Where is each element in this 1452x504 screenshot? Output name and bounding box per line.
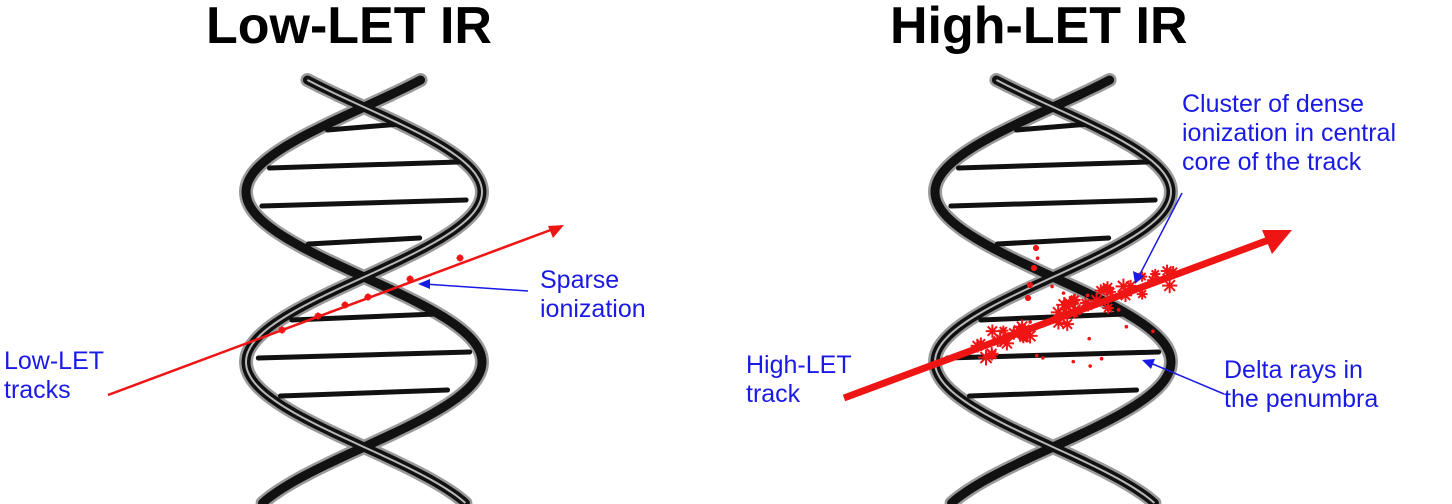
dense-cluster-label: Cluster of dense ionization in central c… [1182, 90, 1397, 176]
dna-double-helix [238, 73, 490, 504]
base-pair-rung [255, 349, 473, 361]
dna-backbone-highlight [244, 79, 484, 504]
delta-ray-ionization [1151, 329, 1155, 334]
delta-ray-ionization [1041, 356, 1045, 360]
dna-backbone-highlight [933, 79, 1173, 504]
high-let-illustration [842, 73, 1292, 504]
delta-ray-ionization [1099, 356, 1104, 361]
dna-backbone-strand [241, 75, 487, 504]
cluster-pointer-head [1133, 271, 1144, 284]
delta-ray-ionization [1031, 265, 1037, 271]
panel-title-high-let: High-LET IR [890, 0, 1188, 55]
delta-ray-ionization [1050, 284, 1054, 289]
high-let-track-line [842, 234, 1276, 402]
delta-ray-ionization [1028, 320, 1032, 324]
sparse-ionization-pointer [423, 283, 529, 292]
dense-ionization-event [986, 349, 998, 361]
base-pair-rung [266, 159, 462, 171]
dna-double-helix [927, 73, 1179, 504]
delta-ray-ionization [1085, 293, 1090, 298]
base-pair-rung [259, 197, 469, 209]
ionization-event [314, 312, 322, 320]
high-let-track-label: High-LET track [746, 351, 852, 408]
dense-ionization-event [1067, 294, 1080, 307]
sparse-ionization-pointer-head [418, 279, 430, 289]
ionization-event [406, 275, 414, 283]
base-pair-rung [966, 387, 1140, 399]
delta-rays-label: Delta rays in the penumbra [1224, 356, 1379, 413]
delta-ray-ionization [1025, 295, 1031, 301]
delta-ray-ionization [1088, 364, 1092, 368]
cluster-pointer [1137, 192, 1183, 279]
sparse-ionization-label: Sparse ionization [540, 266, 646, 323]
delta-ray-ionization [1033, 245, 1039, 251]
low-let-track-line [107, 226, 557, 397]
dense-ionization-event [985, 324, 999, 338]
dense-ionization-event [1150, 268, 1161, 280]
delta-ray-ionization [1061, 291, 1066, 295]
base-pair-rung [324, 121, 404, 133]
delta-ray-ionization [1087, 336, 1091, 341]
dense-ionization-event [1094, 284, 1108, 297]
dense-ionization-event [1060, 317, 1075, 331]
delta-rays-pointer [1147, 361, 1225, 395]
delta-ray-ionization [1035, 256, 1040, 261]
base-pair-rung [289, 311, 439, 323]
high-let-track-arrowhead [1262, 230, 1292, 254]
panel-high-let: High-LET IR Cluster of dense ionization … [726, 0, 1452, 504]
delta-ray-ionization [1035, 353, 1039, 358]
ionization-event [341, 301, 349, 309]
delta-ray-ionization [1025, 338, 1029, 343]
ionization-event [456, 254, 464, 262]
base-pair-rung [955, 159, 1151, 171]
delta-rays-pointer-head [1142, 359, 1155, 369]
panel-low-let: Low-LET IR Low-LET tracks Sparse ionizat… [4, 0, 646, 504]
delta-ray-ionization [1116, 308, 1121, 312]
low-let-illustration [107, 73, 564, 504]
ionization-event [278, 326, 286, 334]
dense-ionization-event [998, 325, 1009, 336]
base-pair-rung [277, 387, 451, 399]
low-let-tracks-label: Low-LET tracks [4, 347, 105, 404]
delta-ray-ionization [1071, 359, 1076, 364]
delta-ray-ionization [1027, 282, 1033, 288]
dna-backbone-strand [930, 75, 1176, 504]
base-pair-rung [948, 197, 1158, 209]
sparse-ionization-marks [278, 254, 464, 334]
base-pair-rung [1013, 121, 1093, 133]
low-let-track-arrowhead [548, 225, 564, 238]
dense-ionization-event [1102, 302, 1114, 314]
panel-title-low-let: Low-LET IR [206, 0, 492, 55]
base-pair-rung [994, 235, 1112, 247]
delta-ray-ionization [1124, 324, 1129, 329]
base-pair-rung [305, 235, 423, 247]
ionization-event [364, 293, 372, 301]
